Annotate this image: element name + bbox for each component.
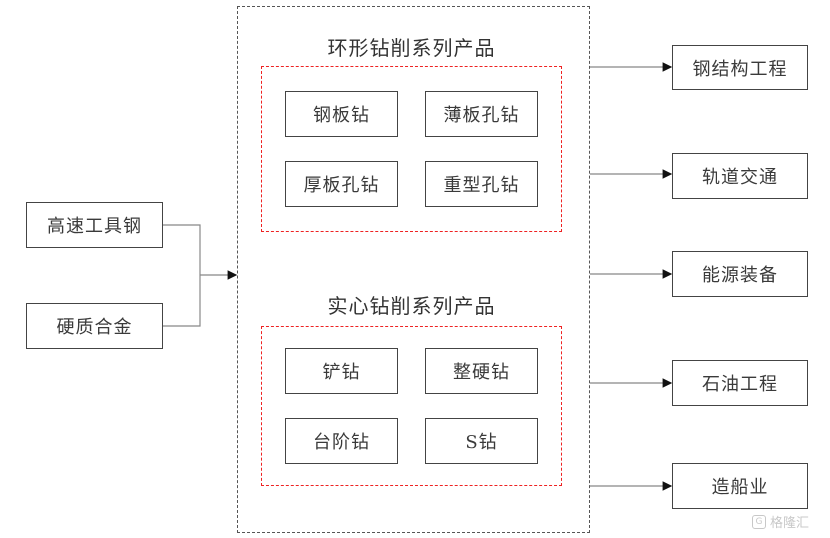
product-box: 台阶钻 bbox=[285, 418, 398, 464]
watermark-logo-icon: G bbox=[752, 514, 766, 529]
application-box: 能源装备 bbox=[672, 251, 808, 297]
input-connector-1 bbox=[163, 224, 201, 275]
group-box-solid bbox=[261, 326, 562, 486]
application-box: 造船业 bbox=[672, 463, 808, 509]
product-container bbox=[237, 6, 590, 533]
product-box: 钢板钻 bbox=[285, 91, 398, 137]
input-connector-2 bbox=[163, 275, 201, 327]
product-box: 铲钻 bbox=[285, 348, 398, 394]
application-box: 石油工程 bbox=[672, 360, 808, 406]
input-box-high-speed-steel: 高速工具钢 bbox=[26, 202, 163, 248]
watermark: G 格隆汇 bbox=[752, 512, 809, 531]
product-box: 厚板孔钻 bbox=[285, 161, 398, 207]
group-title-solid: 实心钻削系列产品 bbox=[327, 294, 496, 318]
group-title-annular: 环形钻削系列产品 bbox=[327, 36, 496, 60]
input-box-cemented-carbide: 硬质合金 bbox=[26, 303, 163, 349]
watermark-text: 格隆汇 bbox=[770, 516, 810, 531]
product-box: 重型孔钻 bbox=[425, 161, 538, 207]
application-box: 轨道交通 bbox=[672, 153, 808, 199]
product-box: S钻 bbox=[425, 418, 538, 464]
application-box: 钢结构工程 bbox=[672, 45, 808, 90]
group-box-annular bbox=[261, 66, 562, 232]
product-box: 薄板孔钻 bbox=[425, 91, 538, 137]
product-box: 整硬钻 bbox=[425, 348, 538, 394]
